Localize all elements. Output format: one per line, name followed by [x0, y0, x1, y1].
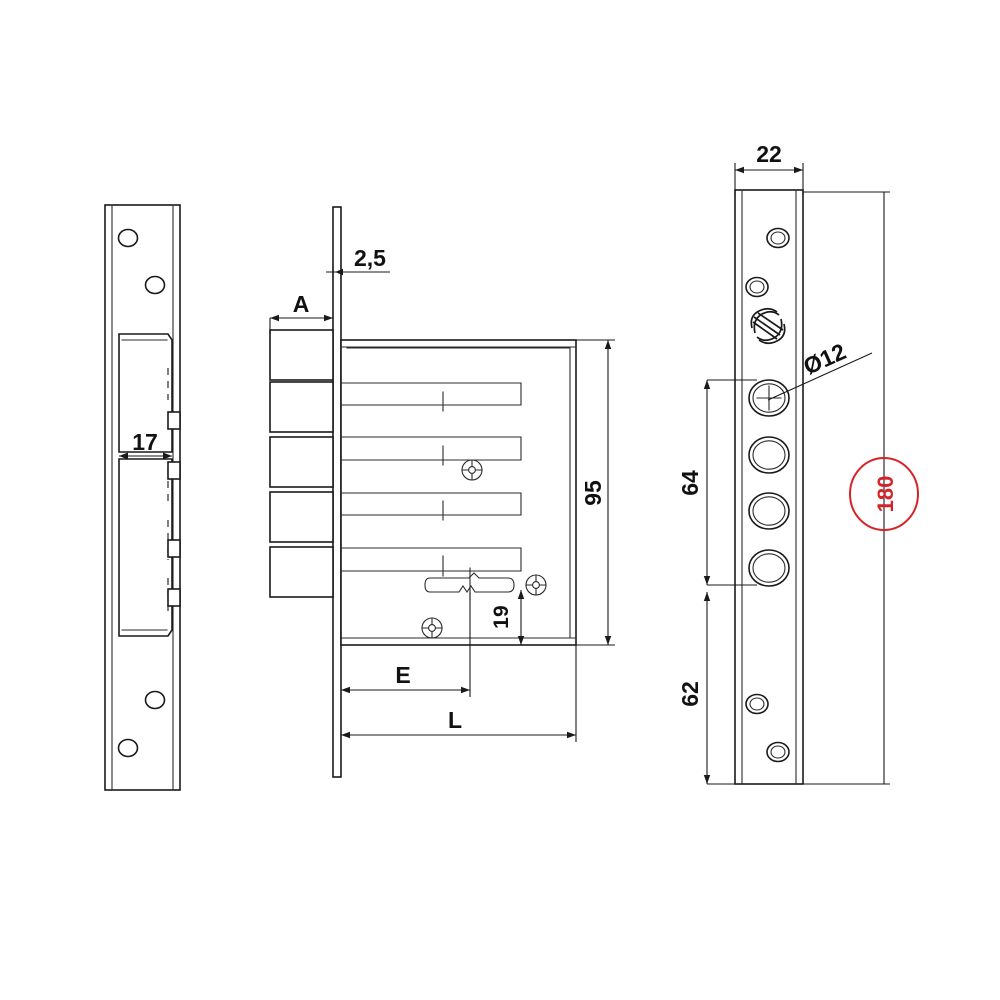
dimension-label-22: 22: [756, 141, 782, 167]
dimension-label-L: L: [448, 707, 462, 733]
strike-screw-hole-2: [144, 275, 166, 295]
view-strike-plate: 17: [104, 204, 181, 791]
strike-tab-4: [167, 588, 181, 607]
highlight-label-180: 180: [873, 476, 898, 513]
strike-tab-3: [167, 539, 181, 558]
lock-bolt-3: [269, 436, 334, 488]
overall-reference-line: [803, 191, 890, 785]
dimension-thickness: 2,5: [326, 245, 390, 279]
dimension-label-E: E: [395, 662, 410, 688]
dimension-label-62: 62: [677, 681, 703, 707]
dimension-span-64: 64: [677, 379, 757, 586]
faceplate-outline: [734, 189, 804, 785]
dimension-length-L: L: [341, 645, 577, 742]
dimension-label-19: 19: [490, 605, 513, 629]
faceplate-bolt-hole-4: [748, 549, 790, 587]
strike-tab-1: [167, 411, 181, 430]
faceplate-bolt-hole-3: [748, 492, 790, 530]
brand-logo-icon: [750, 307, 786, 345]
strike-screw-hole-3: [144, 690, 166, 710]
dimension-width-22: 22: [734, 141, 804, 195]
view-lock-body: 2,5 A 95 19: [269, 206, 615, 778]
dimension-label-95: 95: [580, 480, 606, 506]
lock-faceplate-strip: [332, 206, 342, 778]
lock-screw-1: [461, 459, 483, 481]
strike-screw-hole-1: [117, 228, 139, 248]
dimension-label-A: A: [293, 291, 310, 317]
lock-bolt-5: [269, 546, 334, 598]
dimension-label-diameter: Ø12: [799, 338, 849, 379]
dimension-label-64: 64: [677, 470, 703, 496]
lock-bolt-1: [269, 329, 334, 381]
dimension-throw-A: A: [269, 291, 333, 335]
strike-plate-outline: [104, 204, 181, 791]
faceplate-screw-hole-3: [745, 693, 769, 715]
faceplate-screw-hole-1: [766, 227, 790, 249]
lock-screw-2: [421, 617, 443, 639]
lock-bolt-2: [269, 381, 334, 433]
dimension-span-62: 62: [677, 592, 757, 785]
dimension-backset-E: E: [341, 592, 471, 697]
dimension-height-95: 95: [576, 339, 615, 646]
highlight-180: 180: [849, 457, 919, 531]
strike-cutout-upper: [118, 333, 173, 453]
dimension-offset-19: 19: [490, 590, 525, 645]
lock-bolt-shafts: [340, 382, 522, 572]
faceplate-bolt-hole-1: [748, 379, 790, 417]
faceplate-screw-hole-4: [766, 741, 790, 763]
view-faceplate: Ø12 22 64 62: [677, 141, 919, 785]
faceplate-bolt-hole-2: [748, 436, 790, 474]
strike-screw-hole-4: [117, 738, 139, 758]
faceplate-screw-hole-2: [745, 276, 769, 298]
dimension-label-25: 2,5: [354, 245, 386, 271]
dimension-label-17: 17: [132, 429, 158, 455]
lock-bolt-4: [269, 491, 334, 543]
strike-tab-2: [167, 461, 181, 480]
lock-screw-3: [525, 574, 547, 596]
dimension-strike-width: 17: [119, 429, 172, 460]
